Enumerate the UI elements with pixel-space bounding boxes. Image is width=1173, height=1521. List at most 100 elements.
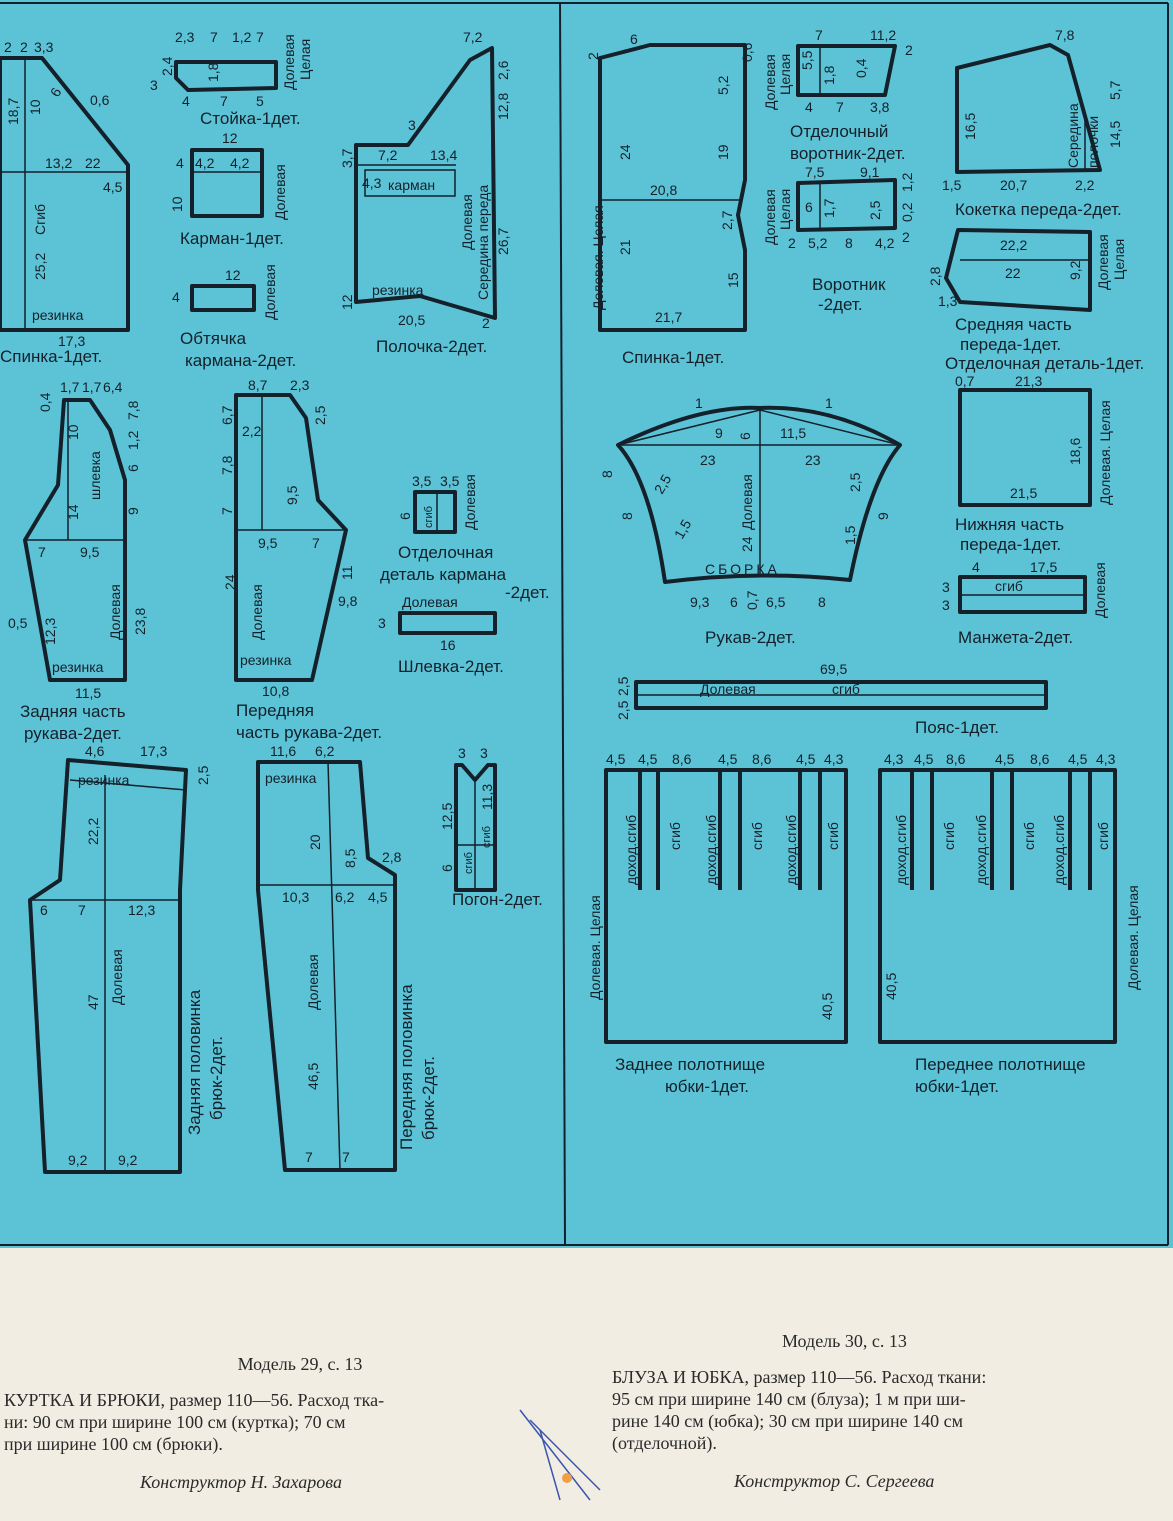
dim: 17,3 <box>58 333 85 349</box>
piece-title: рукава-2дет. <box>24 724 122 743</box>
label: сгиб <box>463 852 475 874</box>
dim: 9,2 <box>68 1152 88 1168</box>
dim: 9,3 <box>690 594 710 610</box>
label: Долевая. Целая <box>1125 885 1141 990</box>
dim: 4,3 <box>824 751 844 767</box>
m29-pocket-trim-piece: 3,5 3,5 6 сгиб Долевая Отделочная деталь… <box>380 473 550 602</box>
m29-front-piece: 7,2 2,6 12,8 26,7 3 3,7 7,2 13,4 4,3 кар… <box>339 29 511 356</box>
dim: 3 <box>408 117 416 133</box>
dim: 4 <box>972 559 980 575</box>
dim: 12,3 <box>128 902 155 918</box>
dim: 3 <box>480 745 488 761</box>
label: Долевая <box>272 164 288 220</box>
dim: 9,1 <box>860 164 880 180</box>
dim: 69,5 <box>820 661 847 677</box>
dim: 4,3 <box>884 751 904 767</box>
label: Долевая <box>249 584 265 640</box>
m30-skirt-back-piece: 4,5 4,5 8,6 4,5 8,6 4,5 4,3 доход.сгиб с… <box>587 751 848 1096</box>
dim: 12,3 <box>42 618 58 645</box>
dim: 2 <box>585 52 601 60</box>
label: Долевая <box>109 949 125 1005</box>
m29-sleeve-back-piece: 0,4 1,7 1,7 6,4 10 7,8 1,2 6 9 шлевка 14… <box>8 379 148 743</box>
dim: 1,7 <box>82 379 102 395</box>
label: шлевка <box>87 451 103 500</box>
panel-divider <box>559 2 566 1246</box>
m29-pocket-facing-piece: 12 4 Долевая Обтячка кармана-2дет. <box>172 264 296 370</box>
dim: 16 <box>440 637 456 653</box>
dim: 3,8 <box>870 99 890 115</box>
piece-title: Отделочная деталь-1дет. <box>945 354 1144 373</box>
dim: 6 <box>630 31 638 47</box>
label: Долевая <box>462 474 478 530</box>
dim: 24 <box>222 574 238 590</box>
dim: 11,5 <box>75 685 101 701</box>
label: Долевая <box>700 681 756 697</box>
model30-desc-line: 95 см при ширине 140 см (блуза); 1 м при… <box>612 1389 966 1409</box>
dim: 1,2 <box>899 172 915 192</box>
dim: 3,5 <box>412 473 432 489</box>
label: сгиб <box>995 578 1023 594</box>
dim: 0,4 <box>37 392 53 412</box>
label: Долевая <box>281 34 297 90</box>
dim: 10 <box>27 99 43 115</box>
dim: 2,3 <box>290 377 310 393</box>
dim: 6,5 <box>766 594 786 610</box>
dim: 14 <box>65 504 81 520</box>
piece-title: деталь кармана <box>380 565 507 584</box>
dim: 24 <box>739 536 755 552</box>
model30-desc-line: (отделочной). <box>612 1433 717 1453</box>
dim: 6 <box>439 864 455 872</box>
piece-title: Пояс-1дет. <box>915 718 999 737</box>
dim: 10,8 <box>262 683 289 699</box>
piece-title: Шлевка-2дет. <box>398 657 504 676</box>
dim: 40,5 <box>819 993 835 1020</box>
piece-title: Спинка-1дет. <box>0 347 102 366</box>
label: Долевая <box>762 54 778 110</box>
dim: 9,2 <box>118 1152 138 1168</box>
label: Целая <box>777 189 793 230</box>
piece-title: Задняя половинка <box>185 989 204 1135</box>
dim: 2,5 <box>312 405 328 425</box>
m29-pocket-piece: 12 4,2 4,2 4 10 Долевая Карман-1дет. <box>169 130 288 248</box>
dim: 8 <box>818 594 826 610</box>
model30-ref: Модель 30, с. 13 <box>782 1331 907 1351</box>
piece-title: Отделочный <box>790 122 888 141</box>
label: сгиб <box>1095 822 1111 850</box>
m29-strap-piece: 3 3 12,5 11,3 6 сгиб сгиб Погон-2дет. <box>439 745 543 909</box>
dim: 20,8 <box>650 182 677 198</box>
dim: 23,8 <box>132 608 148 635</box>
dim: 1 <box>825 395 833 411</box>
label: СБОРКА <box>705 561 780 577</box>
dim: 1,7 <box>821 198 837 218</box>
m29-loop-piece: Долевая 3 16 Шлевка-2дет. <box>378 594 504 676</box>
label: резинка <box>52 659 104 675</box>
dim: 6 <box>40 902 48 918</box>
piece-title: Воротник <box>812 275 886 294</box>
dim: 3 <box>150 77 158 93</box>
m30-sleeve-piece: 1 1 9 6 11,5 23 23 8 8 2,5 2,5 1,5 1,5 9… <box>599 395 902 647</box>
dim: 40,5 <box>883 973 899 1000</box>
dim: 3 <box>942 579 950 595</box>
dim: 4 <box>172 289 180 305</box>
dim: 2,3 <box>175 29 195 45</box>
label: сгиб <box>825 822 841 850</box>
label: Долевая. Целая <box>1097 400 1113 505</box>
piece-title: Обтячка <box>180 329 247 348</box>
label: сгиб <box>667 822 683 850</box>
label: сгиб <box>941 822 957 850</box>
dim: 13,4 <box>430 147 457 163</box>
dim: 2,8 <box>382 849 402 865</box>
piece-title: часть рукава-2дет. <box>236 723 382 742</box>
dim: 4,5 <box>606 751 626 767</box>
dim: 2 <box>905 42 913 58</box>
dim: 4,5 <box>796 751 816 767</box>
label: резинка <box>265 770 317 786</box>
dim: 23 <box>700 452 716 468</box>
dim: 4 <box>182 93 190 109</box>
dim: 9,2 <box>1067 260 1083 280</box>
dim: 7,5 <box>805 164 825 180</box>
dim: 19 <box>715 144 731 160</box>
dim: 9,5 <box>80 544 100 560</box>
dim: 3 <box>378 615 386 631</box>
dim: 9 <box>125 507 141 515</box>
